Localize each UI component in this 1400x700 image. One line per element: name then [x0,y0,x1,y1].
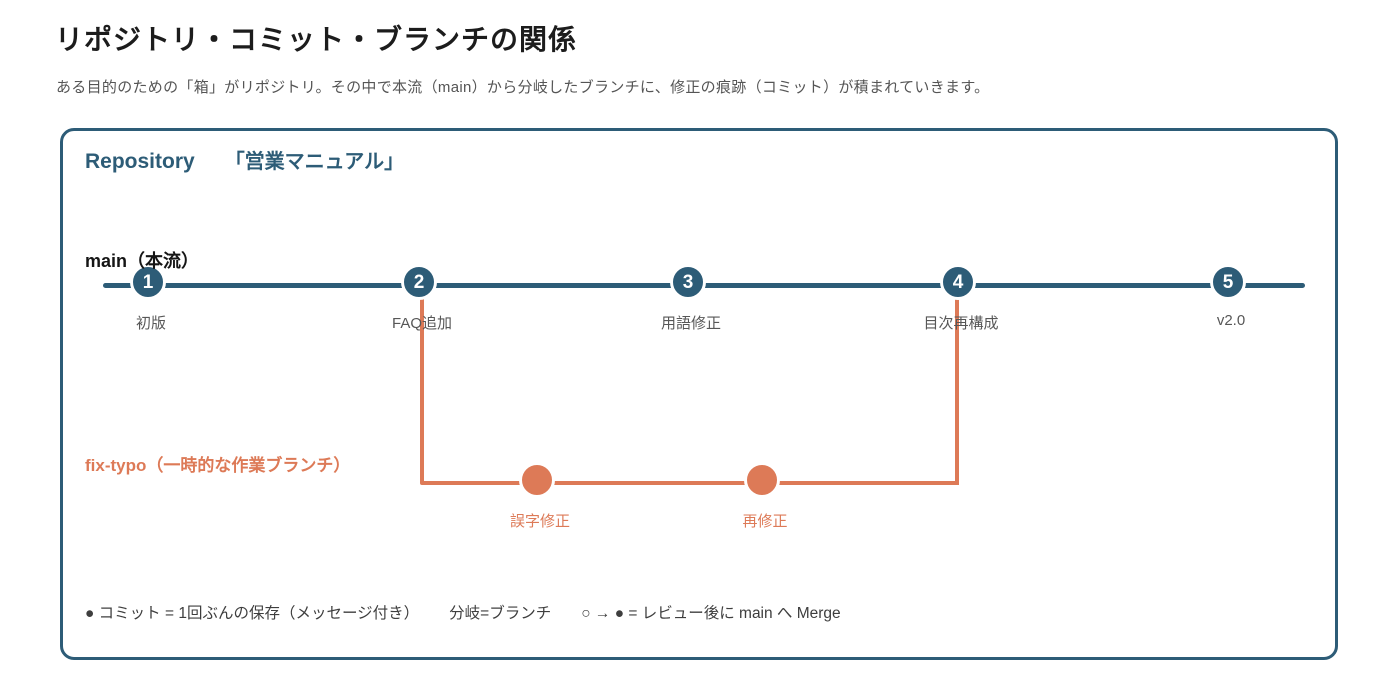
commit-number: 1 [142,271,154,293]
feature-commit-label-1: 誤字修正 [509,513,570,530]
feature-branch-label: fix-typo（一時的な作業ブランチ） [85,456,351,475]
feature-commit-node-2 [744,462,780,498]
feature-branch-line [420,481,959,485]
repository-box: Repository 「営業マニュアル」 main（本流） 1 2 3 4 5 初… [60,128,1338,660]
branch-fork-line [420,285,424,483]
commit-number: 4 [952,271,964,293]
page-subtitle: ある目的のための「箱」がリポジトリ。その中で本流（main）から分岐したブランチ… [56,79,990,96]
main-commit-label-5: v2.0 [1216,312,1246,329]
legend-commit-definition: ● コミット = 1回ぶんの保存（メッセージ付き） [85,605,420,622]
main-commit-node-3: 3 [670,264,706,300]
legend: ● コミット = 1回ぶんの保存（メッセージ付き） 分岐=ブランチ ○ → ● = … [85,601,841,623]
main-commit-label-1: 初版 [135,315,166,332]
feature-commit-node-1 [519,462,555,498]
legend-branch-definition: 分岐=ブランチ [449,605,552,622]
page-title: リポジトリ・コミット・ブランチの関係 [55,24,578,55]
commit-number: 2 [413,271,425,293]
legend-merge-definition: ○ → ● = レビュー後に main へ Merge [581,605,841,622]
main-commit-node-2: 2 [401,264,437,300]
feature-commit-label-2: 再修正 [742,513,788,530]
commit-number: 5 [1222,271,1234,293]
main-commit-node-4: 4 [940,264,976,300]
commit-number: 3 [682,271,694,293]
main-commit-node-5: 5 [1210,264,1246,300]
repository-name: 「営業マニュアル」 [224,151,405,173]
main-commit-node-1: 1 [130,264,166,300]
main-branch-label: main（本流） [85,251,200,271]
main-commit-label-2: FAQ追加 [391,315,452,332]
main-commit-label-3: 用語修正 [660,315,721,332]
branch-merge-line [955,285,959,485]
repository-header: Repository 「営業マニュアル」 [85,145,404,174]
repository-label: Repository [85,150,195,173]
main-commit-label-4: 目次再構成 [923,315,999,332]
